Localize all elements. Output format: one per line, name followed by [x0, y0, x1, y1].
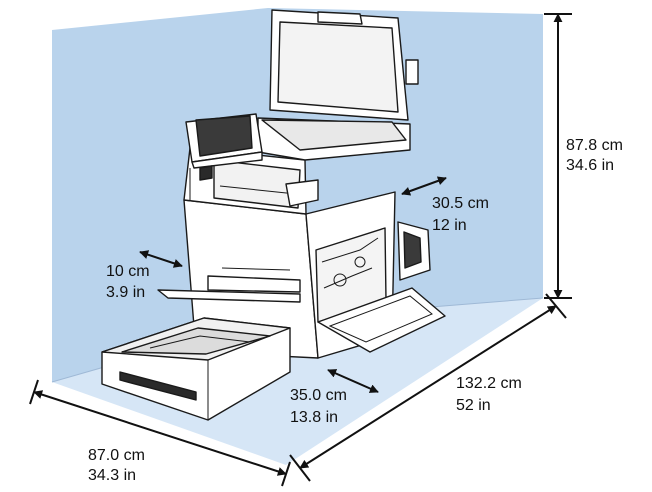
width-metric-label: 87.0 cm: [88, 447, 145, 464]
front-clearance-imperial-label: 13.8 in: [290, 409, 338, 426]
width-imperial-label: 34.3 in: [88, 467, 136, 484]
front-clearance-metric-label: 35.0 cm: [290, 387, 347, 404]
depth-tick-back: [545, 293, 567, 319]
height-imperial-label: 34.6 in: [566, 157, 614, 174]
bypass-tray: [157, 289, 301, 303]
depth-imperial-label: 52 in: [456, 397, 491, 414]
depth-arrow: [299, 305, 557, 469]
left-clearance-imperial-label: 3.9 in: [106, 284, 145, 301]
left-clearance-arrow: [139, 250, 183, 268]
right-clearance-metric-label: 30.5 cm: [432, 195, 489, 212]
dimension-labels: 87.8 cm 34.6 in 30.5 cm 12 in 10 cm 3.9 …: [88, 137, 623, 484]
height-metric-label: 87.8 cm: [566, 137, 623, 154]
scanner-glass: [261, 119, 407, 151]
left-clearance-metric-label: 10 cm: [106, 263, 150, 280]
right-clearance-arrow: [401, 176, 447, 196]
dimension-lines: [29, 13, 572, 487]
width-arrow: [33, 390, 287, 476]
depth-metric-label: 132.2 cm: [456, 375, 522, 392]
right-clearance-imperial-label: 12 in: [432, 217, 467, 234]
touch-screen: [195, 115, 253, 157]
width-tick-right: [281, 461, 291, 487]
printer-illustration: [101, 9, 446, 421]
depth-tick-front: [289, 454, 311, 482]
width-tick-left: [29, 379, 39, 405]
